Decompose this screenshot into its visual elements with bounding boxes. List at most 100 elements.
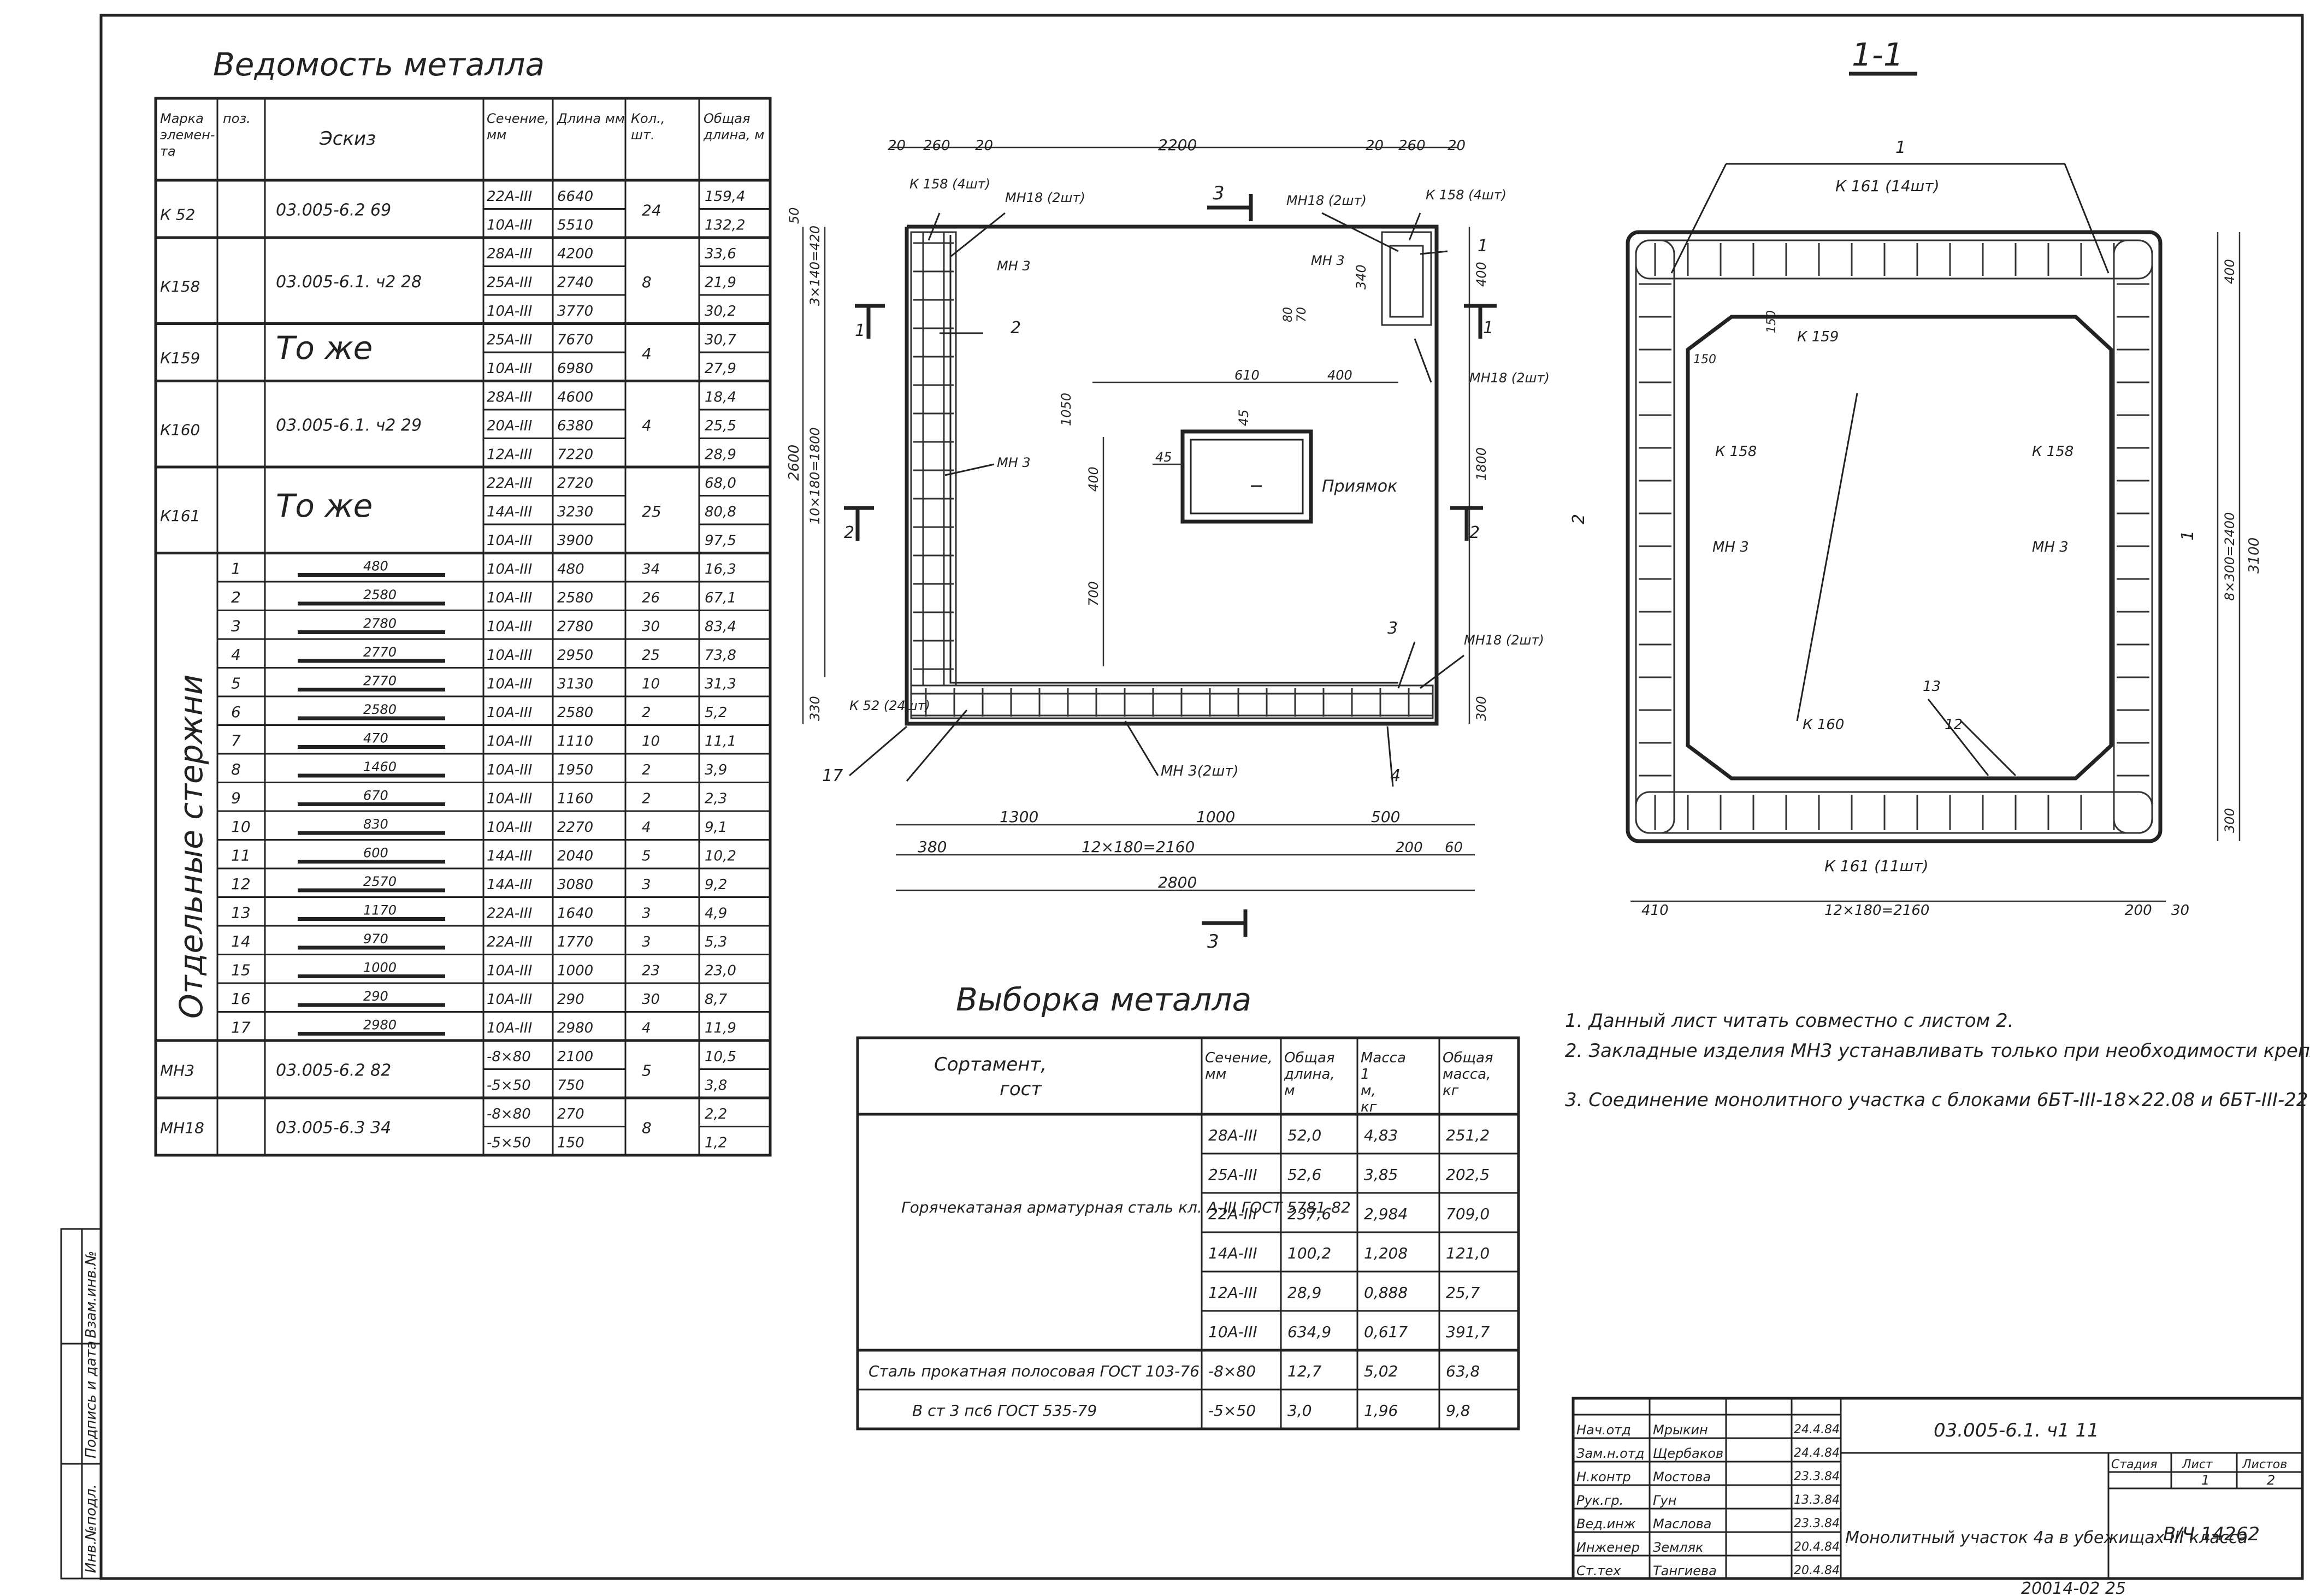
bar-total: 2,3 bbox=[705, 791, 727, 807]
bar-total: 5,3 bbox=[705, 934, 727, 950]
bar-qty: 3 bbox=[642, 906, 651, 922]
vedomost-cell: 25А-III bbox=[487, 275, 532, 291]
vedomost-qty: 4 bbox=[642, 345, 652, 363]
section-dim-2400: 8×300=2400 bbox=[2222, 512, 2237, 601]
vedomost-cell: 6980 bbox=[557, 360, 593, 377]
plan-dim-right-3: 300 bbox=[1474, 696, 1489, 721]
vedomost-mark: МН3 bbox=[160, 1062, 194, 1080]
vedomost-cell: 3230 bbox=[557, 504, 593, 521]
bar-length: 2980 bbox=[557, 1020, 593, 1037]
vedomost-cell: 25,5 bbox=[705, 418, 736, 434]
bar-pos: 1 bbox=[231, 560, 241, 578]
plan-label-mn18-right: МН18 (2шт) bbox=[1286, 193, 1367, 208]
bar-qty: 23 bbox=[642, 963, 660, 979]
bar-section: 10А-III bbox=[487, 647, 532, 664]
bar-total: 73,8 bbox=[705, 647, 736, 664]
vedomost-cell: 10А-III bbox=[487, 533, 532, 549]
bar-sketch-dim: 1170 bbox=[363, 903, 397, 918]
vyborka-cell: 12,7 bbox=[1287, 1362, 1322, 1380]
vyborka-cell: 1,208 bbox=[1364, 1244, 1408, 1262]
bar-sketch-dim: 600 bbox=[363, 846, 388, 861]
section-dim-2160: 12×180=2160 bbox=[1824, 902, 1929, 919]
vedomost-cell: 7670 bbox=[557, 332, 593, 348]
stamp-date: 24.4.84 bbox=[1794, 1423, 1840, 1437]
bar-sketch-dim: 480 bbox=[363, 559, 388, 574]
vyborka-cell: 237,6 bbox=[1287, 1205, 1331, 1223]
plan-dim-inner-1050: 1050 bbox=[1059, 393, 1074, 426]
stamp-name: Земляк bbox=[1653, 1540, 1704, 1555]
bar-pos: 2 bbox=[231, 588, 241, 606]
note-1: 1. Данный лист читать совместно с листом… bbox=[1565, 1010, 2013, 1032]
bar-sketch-dim: 2580 bbox=[363, 587, 397, 602]
plan-drawing: 20 260 20 2200 20 260 20 К 158 (4шт) МН1… bbox=[786, 136, 1550, 953]
vyborka-cell: 10А-III bbox=[1208, 1323, 1257, 1341]
bar-length: 1950 bbox=[557, 762, 593, 778]
bar-total: 31,3 bbox=[705, 676, 736, 693]
vedomost-cell: 21,9 bbox=[705, 275, 736, 291]
bar-sketch-dim: 290 bbox=[363, 989, 388, 1004]
bar-length: 1770 bbox=[557, 934, 593, 950]
bar-total: 9,2 bbox=[705, 877, 727, 893]
vedomost-cell: -8×80 bbox=[487, 1106, 531, 1122]
plan-label-pos-3: 3 bbox=[1387, 619, 1398, 638]
bar-pos: 6 bbox=[231, 703, 241, 721]
section-dim-150a: 150 bbox=[1765, 310, 1779, 333]
bar-pos: 11 bbox=[231, 847, 251, 865]
plan-dim-inner-610: 610 bbox=[1234, 368, 1260, 383]
bar-total: 4,9 bbox=[705, 906, 727, 922]
vyborka-cell: 5,02 bbox=[1364, 1362, 1398, 1380]
vyborka-cell: 25А-III bbox=[1208, 1166, 1257, 1184]
vedomost-cell: 6380 bbox=[557, 418, 593, 434]
vyborka-cell: 63,8 bbox=[1446, 1362, 1480, 1380]
plan-dim-inner-45h: 45 bbox=[1155, 450, 1172, 465]
section-label-k158-right: К 158 bbox=[2032, 444, 2073, 460]
vyborka-cell: 121,0 bbox=[1446, 1244, 1490, 1262]
top-right-cage bbox=[1381, 231, 1432, 326]
bar-sketch-dim: 2570 bbox=[363, 874, 397, 889]
stamp-footer: 20014-02 25 bbox=[2021, 1579, 2126, 1596]
stamp-role: Вед.инж bbox=[1576, 1516, 1636, 1532]
section-title: 1-1 bbox=[1852, 36, 1904, 73]
bar-section: 10А-III bbox=[487, 561, 532, 578]
section-label-1-right: 1 bbox=[2178, 530, 2197, 541]
stamp-date: 20.4.84 bbox=[1794, 1540, 1840, 1554]
plan-dim-top-4: 2200 bbox=[1158, 136, 1197, 154]
vedomost-mark: МН18 bbox=[160, 1119, 204, 1137]
vedomost-qty: 25 bbox=[642, 503, 661, 521]
bar-section: 10А-III bbox=[487, 1020, 532, 1037]
bar-sketch-dim: 970 bbox=[363, 931, 388, 947]
pit-inner bbox=[1190, 439, 1304, 515]
vedomost-cell: 150 bbox=[557, 1135, 584, 1151]
section-drawing: 1-1 1 К 161 (14шт) 150 150 К 159 К 158 К… bbox=[1569, 36, 2262, 919]
bars-group-label: Отдельные стержни bbox=[173, 675, 210, 1019]
vedomost-cell: 2100 bbox=[557, 1049, 593, 1065]
stamp-name: Тангиева bbox=[1653, 1563, 1717, 1579]
bar-qty: 10 bbox=[642, 734, 660, 750]
plan-dim-inner-700: 700 bbox=[1086, 581, 1101, 606]
plan-dim-bottom-60: 60 bbox=[1445, 840, 1463, 856]
plan-cut-1-left: 1 bbox=[855, 321, 865, 340]
bar-total: 83,4 bbox=[705, 619, 736, 635]
bar-pos: 10 bbox=[231, 818, 251, 836]
vyborka-cell: 4,83 bbox=[1364, 1126, 1398, 1144]
vedomost-cell: -8×80 bbox=[487, 1049, 531, 1065]
vedomost-header-3: Сечение,мм bbox=[487, 111, 549, 143]
vyborka-cell: 9,8 bbox=[1446, 1402, 1470, 1420]
vedomost-cell: 97,5 bbox=[705, 533, 736, 549]
stamp-role: Нач.отд bbox=[1576, 1422, 1631, 1438]
stamp-name: Мостова bbox=[1653, 1469, 1711, 1485]
bar-section: 10А-III bbox=[487, 819, 532, 836]
bar-qty: 10 bbox=[642, 676, 660, 693]
plan-label-pit: Приямок bbox=[1322, 477, 1397, 496]
vedomost-cell: 25А-III bbox=[487, 332, 532, 348]
vedomost-cell: 10,5 bbox=[705, 1049, 736, 1065]
vyborka-group-1: Горячекатаная арматурная сталь кл. А-III… bbox=[901, 1198, 1351, 1216]
vedomost-cell: 14А-III bbox=[487, 504, 532, 521]
plan-outline bbox=[905, 224, 1439, 726]
bar-section: 10А-III bbox=[487, 705, 532, 721]
bar-total: 9,1 bbox=[705, 819, 727, 836]
vedomost-sketch: 03.005-6.2 69 bbox=[276, 201, 391, 220]
bar-pos: 4 bbox=[231, 646, 241, 664]
stamp-name: Маслова bbox=[1653, 1516, 1711, 1532]
